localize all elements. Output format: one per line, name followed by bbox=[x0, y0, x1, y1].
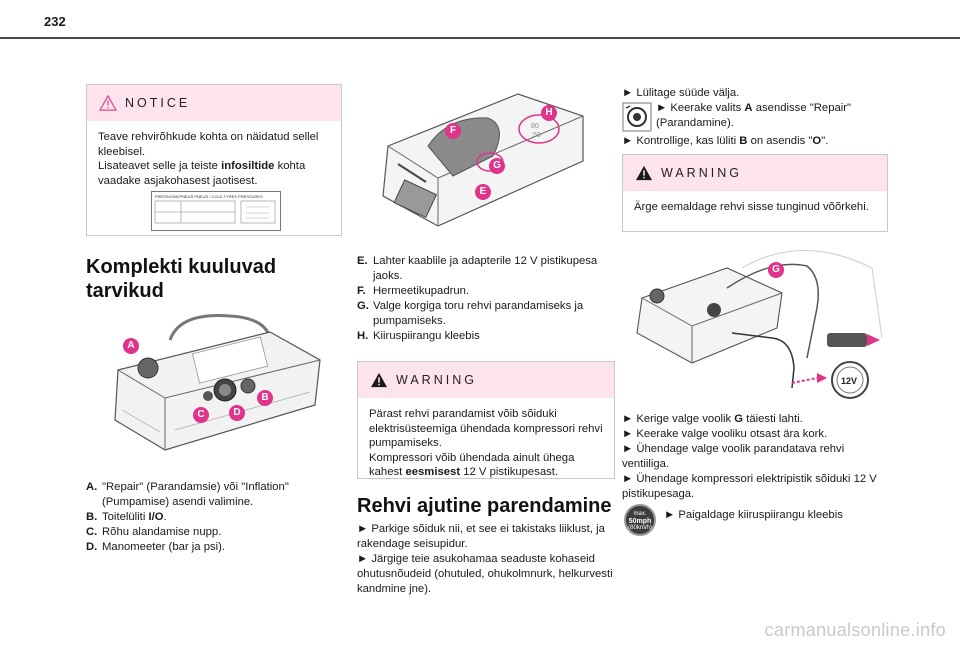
warning-box-right: WARNING Ärge eemaldage rehvi sisse tungi… bbox=[622, 154, 888, 232]
warning-title-middle: WARNING bbox=[396, 373, 477, 387]
warning-body-middle: Pärast rehvi parandamist võib sõiduki el… bbox=[358, 398, 614, 489]
warning-triangle-icon bbox=[99, 95, 117, 111]
header-rule bbox=[0, 37, 960, 39]
warning-triangle-icon bbox=[636, 165, 652, 181]
legend-item-e: E.Lahter kaablile ja adapterile 12 V pis… bbox=[357, 255, 598, 282]
legend-item-b: B.Toitelüliti I/O. bbox=[86, 511, 167, 523]
section-heading-temporary-repair: Rehvi ajutine parendamine bbox=[357, 495, 612, 517]
badge-top: max. bbox=[633, 511, 647, 517]
step-select-repair: ► Keerake valits A asendisse "Repair" (P… bbox=[656, 102, 852, 129]
warning-box-middle: WARNING Pärast rehvi parandamist võib sõ… bbox=[357, 361, 615, 479]
legend-item-h: H.Kiiruspiirangu kleebis bbox=[357, 330, 480, 342]
step-speed-sticker: ► Paigaldage kiiruspiirangu kleebis bbox=[664, 509, 843, 521]
right-top-steps: ► Lülitage süüde välja. bbox=[622, 86, 892, 101]
marker-h: H bbox=[541, 105, 557, 121]
page-number: 232 bbox=[44, 14, 66, 29]
step-connect-power: ► Ühendage kompressori elektripistik sõi… bbox=[622, 473, 877, 500]
step-safety: ► Järgige teie asukohamaa seaduste kohas… bbox=[357, 553, 613, 595]
warning-text-right: Ärge eemaldage rehvi sisse tunginud võõr… bbox=[634, 201, 869, 213]
socket-label: 12V bbox=[841, 376, 857, 386]
step-ignition-off: ► Lülitage süüde välja. bbox=[622, 87, 740, 99]
marker-f: F bbox=[445, 123, 461, 139]
warning-text-middle-1: Pärast rehvi parandamist võib sõiduki el… bbox=[369, 408, 603, 449]
notice-header: NOTICE bbox=[87, 85, 341, 121]
notice-text-1: Teave rehvirõhkude kohta on näidatud sel… bbox=[98, 131, 319, 158]
warning-header-right: WARNING bbox=[623, 155, 887, 191]
warning-title-right: WARNING bbox=[661, 166, 742, 180]
marker-c: C bbox=[193, 407, 209, 423]
tyre-label-header: PRESSIONS/PNEUS PNEUS / COLD TYRES PRESS… bbox=[155, 194, 263, 199]
marker-b: B bbox=[257, 390, 273, 406]
badge-bot: (80km/h) bbox=[628, 525, 652, 531]
repair-mode-icon bbox=[622, 102, 652, 132]
legend-item-g: G.Valge korgiga toru rehvi parandamiseks… bbox=[357, 300, 584, 327]
warning-text-middle-2: Kompressori võib ühendada ainult ühega k… bbox=[369, 451, 575, 479]
step-check-switch: ► Kontrollige, kas lüliti B on asendis "… bbox=[622, 135, 829, 147]
marker-g-right: G bbox=[768, 262, 784, 278]
hose-connection-illustration: 12V bbox=[636, 250, 883, 399]
right-bottom-steps: ► Kerige valge voolik G täiesti lahti. ►… bbox=[622, 412, 892, 502]
step-park: ► Parkige sõiduk nii, et see ei takistak… bbox=[357, 523, 605, 550]
step-unroll-hose: ► Kerige valge voolik G täiesti lahti. bbox=[622, 413, 803, 425]
step-remove-cap: ► Keerake valge vooliku otsast ära kork. bbox=[622, 428, 828, 440]
watermark: carmanualsonline.info bbox=[764, 620, 946, 640]
notice-text-2: Lisateavet selle ja teiste infosiltide k… bbox=[98, 160, 306, 187]
legend-item-a: A."Repair" (Parandamsie) või "Inflation"… bbox=[86, 481, 289, 508]
section-heading-accessories: Komplekti kuuluvad tarvikud bbox=[86, 256, 277, 302]
notice-box: NOTICE Teave rehvirõhkude kohta on näida… bbox=[86, 84, 342, 236]
gauge-text-50: 50 bbox=[533, 132, 541, 139]
step-connect-valve: ► Ühendage valge voolik parandatava rehv… bbox=[622, 443, 845, 470]
warning-body-right: Ärge eemaldage rehvi sisse tunginud võõr… bbox=[623, 191, 887, 224]
legend-item-f: F.Hermeetikupadrun. bbox=[357, 285, 470, 297]
marker-e: E bbox=[475, 184, 491, 200]
legend-item-c: C.Rõhu alandamise nupp. bbox=[86, 526, 222, 538]
warning-triangle-icon bbox=[371, 372, 387, 388]
marker-a: A bbox=[123, 338, 139, 354]
notice-body: Teave rehvirõhkude kohta on näidatud sel… bbox=[87, 121, 341, 197]
legend-abcd: A."Repair" (Parandamsie) või "Inflation"… bbox=[86, 480, 336, 555]
badge-mid: 50mph bbox=[628, 518, 652, 525]
kit-box-illustration: 80 50 bbox=[382, 93, 584, 227]
gauge-text-80: 80 bbox=[531, 123, 539, 130]
legend-item-d: D.Manomeeter (bar ja psi). bbox=[86, 541, 226, 553]
tyre-pressure-label-image: PRESSIONS/PNEUS PNEUS / COLD TYRES PRESS… bbox=[151, 191, 281, 231]
marker-g: G bbox=[489, 158, 505, 174]
speed-limit-badge: max. 50mph (80km/h) bbox=[624, 504, 656, 536]
warning-header-middle: WARNING bbox=[358, 362, 614, 398]
repair-steps-middle: ► Parkige sõiduk nii, et see ei takistak… bbox=[357, 522, 615, 597]
marker-d: D bbox=[229, 405, 245, 421]
legend-efgh: E.Lahter kaablile ja adapterile 12 V pis… bbox=[357, 254, 615, 344]
notice-title: NOTICE bbox=[125, 96, 191, 110]
compressor-kit-illustration bbox=[114, 314, 321, 451]
